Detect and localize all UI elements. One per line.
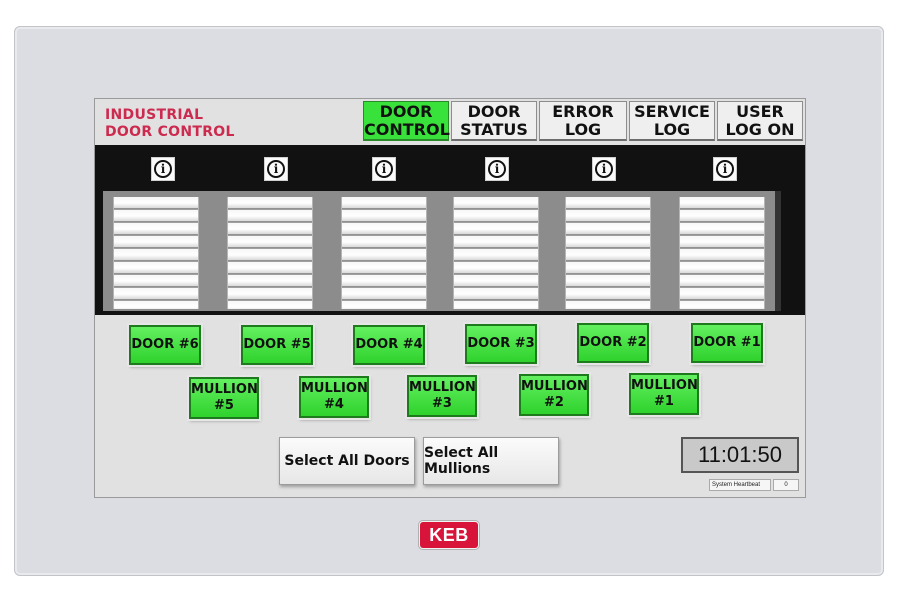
tab-door-status-line2: STATUS xyxy=(460,119,528,139)
mullion-4-line2: #4 xyxy=(324,397,344,412)
door-3-label: DOOR #3 xyxy=(467,336,535,351)
tab-door-control[interactable]: DOOR CONTROL xyxy=(363,101,450,141)
door-2-button[interactable]: DOOR #2 xyxy=(577,323,649,363)
info-icon-glyph: i xyxy=(716,160,734,178)
door-6-button[interactable]: DOOR #6 xyxy=(129,325,201,365)
door-panel xyxy=(227,197,313,309)
app-title: INDUSTRIAL DOOR CONTROL xyxy=(105,107,235,141)
door-5-button[interactable]: DOOR #5 xyxy=(241,325,313,365)
mullion-5-line2: #5 xyxy=(214,398,234,413)
door-panel xyxy=(679,197,765,309)
mullion-3-line1: MULLION xyxy=(409,380,476,395)
door-2-label: DOOR #2 xyxy=(579,335,647,350)
tab-door-status[interactable]: DOOR STATUS xyxy=(451,101,537,141)
tab-door-status-line1: DOOR xyxy=(467,101,521,121)
tab-service-log-line1: SERVICE xyxy=(634,101,710,121)
app-title-line2: DOOR CONTROL xyxy=(105,124,235,140)
app-title-line1: INDUSTRIAL xyxy=(105,107,204,123)
info-icon[interactable]: i xyxy=(372,157,396,181)
door-panel xyxy=(113,197,199,309)
hmi-screen: INDUSTRIAL DOOR CONTROL DOOR CONTROL DOO… xyxy=(94,98,806,498)
mullion-5-line1: MULLION xyxy=(191,382,258,397)
mullion-3-button[interactable]: MULLION #3 xyxy=(407,375,477,417)
doors-visualization: i i i i i i xyxy=(95,145,805,315)
tab-error-log-line2: LOG xyxy=(564,119,602,139)
tab-service-log[interactable]: SERVICE LOG xyxy=(629,101,715,141)
door-frame-post xyxy=(775,191,781,311)
door-6-label: DOOR #6 xyxy=(131,337,199,352)
select-all-doors-button[interactable]: Select All Doors xyxy=(279,437,415,485)
system-heartbeat-label: System Heartbeat xyxy=(709,479,771,491)
mullion-2-line1: MULLION xyxy=(521,379,588,394)
info-icon[interactable]: i xyxy=(485,157,509,181)
system-heartbeat-value: 0 xyxy=(773,479,799,491)
mullion-1-line1: MULLION xyxy=(631,378,698,393)
tab-user-log-on[interactable]: USER LOG ON xyxy=(717,101,803,141)
info-icon[interactable]: i xyxy=(713,157,737,181)
door-4-button[interactable]: DOOR #4 xyxy=(353,325,425,365)
door-4-label: DOOR #4 xyxy=(355,337,423,352)
door-track xyxy=(103,191,775,311)
tab-service-log-line2: LOG xyxy=(653,119,691,139)
clock-display: 11:01:50 xyxy=(681,437,799,473)
keb-logo: KEB xyxy=(420,522,478,548)
mullion-1-button[interactable]: MULLION #1 xyxy=(629,373,699,415)
tab-error-log[interactable]: ERROR LOG xyxy=(539,101,627,141)
door-1-label: DOOR #1 xyxy=(693,335,761,350)
info-icon-glyph: i xyxy=(154,160,172,178)
mullion-2-button[interactable]: MULLION #2 xyxy=(519,374,589,416)
mullion-4-line1: MULLION xyxy=(301,381,368,396)
door-5-label: DOOR #5 xyxy=(243,337,311,352)
tab-user-log-on-line2: LOG ON xyxy=(725,119,795,139)
mullion-2-line2: #2 xyxy=(544,395,564,410)
tab-door-control-line1: DOOR xyxy=(379,101,433,121)
door-1-button[interactable]: DOOR #1 xyxy=(691,323,763,363)
mullion-3-line2: #3 xyxy=(432,396,452,411)
door-panel xyxy=(565,197,651,309)
tab-door-control-line2: CONTROL xyxy=(364,119,450,139)
info-icon-glyph: i xyxy=(267,160,285,178)
door-3-button[interactable]: DOOR #3 xyxy=(465,324,537,364)
select-all-mullions-button[interactable]: Select All Mullions xyxy=(423,437,559,485)
info-icon-glyph: i xyxy=(488,160,506,178)
mullion-4-button[interactable]: MULLION #4 xyxy=(299,376,369,418)
info-icon[interactable]: i xyxy=(592,157,616,181)
door-panel xyxy=(453,197,539,309)
mullion-1-line2: #1 xyxy=(654,394,674,409)
door-panel xyxy=(341,197,427,309)
info-icon[interactable]: i xyxy=(264,157,288,181)
tab-user-log-on-line1: USER xyxy=(736,101,784,121)
mullion-5-button[interactable]: MULLION #5 xyxy=(189,377,259,419)
info-icon-glyph: i xyxy=(595,160,613,178)
tab-error-log-line1: ERROR xyxy=(552,101,614,121)
info-icon-glyph: i xyxy=(375,160,393,178)
info-icon[interactable]: i xyxy=(151,157,175,181)
